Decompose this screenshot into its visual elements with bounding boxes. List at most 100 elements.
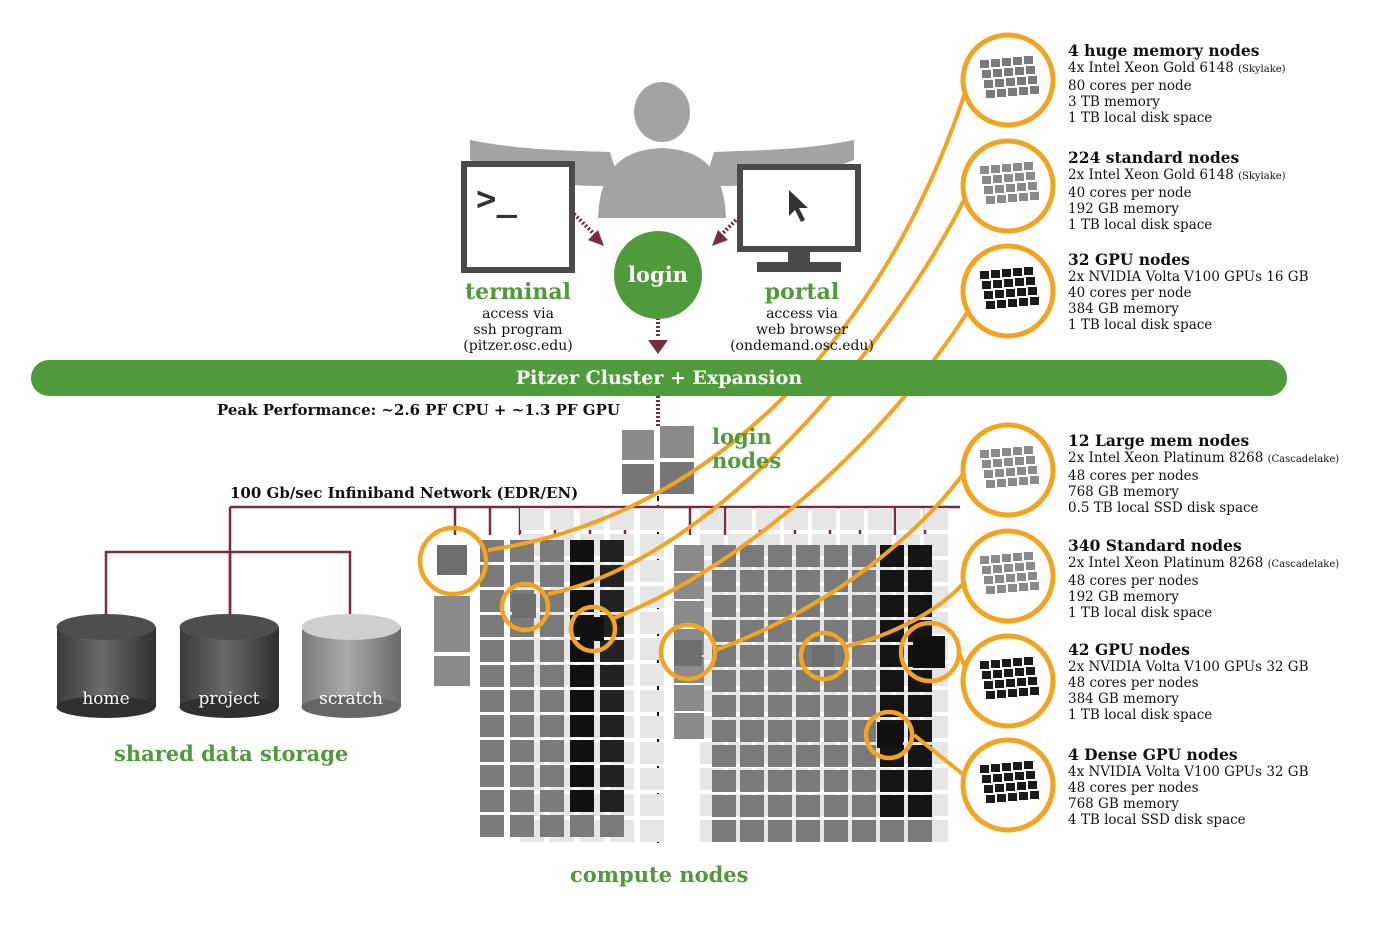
node-cube-back xyxy=(896,508,920,530)
ring-cube xyxy=(995,185,1004,193)
ring-cube xyxy=(1030,687,1039,695)
ring-cube xyxy=(1008,194,1017,202)
node-cube xyxy=(824,770,848,792)
ring-cube xyxy=(997,585,1006,593)
node-cube xyxy=(852,570,876,592)
node-cube xyxy=(740,745,764,767)
node-cube xyxy=(880,545,904,567)
node-cube xyxy=(600,615,624,637)
node-cube xyxy=(768,720,792,742)
node-cube-back xyxy=(550,508,574,530)
node-cube xyxy=(740,595,764,617)
storage-disks xyxy=(56,614,401,718)
ring-cube xyxy=(986,301,995,309)
ring-cube xyxy=(995,575,1004,583)
node-cube-back xyxy=(520,508,544,530)
node-spec-line: 0.5 TB local SSD disk space xyxy=(1068,500,1259,516)
ring-cube xyxy=(1028,76,1037,84)
ring-cube xyxy=(1008,88,1017,96)
node-cube xyxy=(674,685,704,711)
user-figure-icon xyxy=(470,82,854,218)
ring-cube xyxy=(991,764,1000,772)
node-spec-line: 1 TB local disk space xyxy=(1068,707,1213,723)
node-cube xyxy=(824,670,848,692)
node-cube-back xyxy=(640,742,664,764)
ring-cube xyxy=(984,785,993,793)
node-cube xyxy=(768,820,792,842)
node-cube xyxy=(852,545,876,567)
ring-cube xyxy=(1008,793,1017,801)
ring-cube xyxy=(982,566,991,574)
ring-cube xyxy=(995,79,1004,87)
node-cube xyxy=(908,745,932,767)
node-cube xyxy=(740,795,764,817)
ring-cube xyxy=(1019,477,1028,485)
node-type-title: 224 standard nodes xyxy=(1068,148,1240,167)
node-spec-line: 2x Intel Xeon Platinum 8268 (Cascadelake… xyxy=(1068,450,1340,466)
ring-cube xyxy=(991,449,1000,457)
node-cube-back xyxy=(640,612,664,634)
node-cube xyxy=(712,820,736,842)
ring-cube xyxy=(984,291,993,299)
ring-cube xyxy=(993,670,1002,678)
node-cube-back xyxy=(640,690,664,712)
node-cube xyxy=(712,670,736,692)
ring-cube xyxy=(993,69,1002,77)
node-cube xyxy=(510,565,534,587)
node-cube xyxy=(540,765,564,787)
node-cube xyxy=(600,540,624,562)
node-type-title: 340 Standard nodes xyxy=(1068,536,1242,555)
ring-cube xyxy=(1019,87,1028,95)
node-cube xyxy=(674,713,704,739)
ring-cube xyxy=(1017,467,1026,475)
node-cube xyxy=(510,815,534,837)
node-cube xyxy=(480,715,504,737)
ring-cube xyxy=(980,450,989,458)
node-spec-line: 48 cores per nodes xyxy=(1068,780,1199,796)
ring-cube xyxy=(1004,458,1013,466)
node-cube xyxy=(570,815,594,837)
ring-cube xyxy=(1024,657,1033,665)
ring-cube xyxy=(991,270,1000,278)
node-cube xyxy=(510,740,534,762)
node-cube xyxy=(510,790,534,812)
ring-cube xyxy=(997,690,1006,698)
ring-cube xyxy=(997,195,1006,203)
ring-cube xyxy=(1019,688,1028,696)
node-cube xyxy=(510,665,534,687)
node-cube xyxy=(712,695,736,717)
node-cube xyxy=(510,640,534,662)
node-cube xyxy=(796,695,820,717)
node-cube xyxy=(570,540,594,562)
disk-label-scratch: scratch xyxy=(319,689,383,709)
node-cube xyxy=(540,665,564,687)
ring-cube xyxy=(1013,658,1022,666)
ring-cube xyxy=(1024,552,1033,560)
terminal-desc: access via ssh program (pitzer.osc.edu) xyxy=(463,306,573,354)
ring-cube xyxy=(1030,192,1039,200)
ring-cube xyxy=(1006,468,1015,476)
ring-cube xyxy=(1013,57,1022,65)
ring-cube xyxy=(982,281,991,289)
node-cube xyxy=(570,715,594,737)
arrowheads xyxy=(588,230,728,354)
ring-cube xyxy=(986,196,995,204)
node-cube xyxy=(480,790,504,812)
ring-cube xyxy=(986,691,995,699)
ring-cube xyxy=(1013,553,1022,561)
node-spec-line: 80 cores per node xyxy=(1068,78,1192,94)
ring-cube xyxy=(1008,584,1017,592)
node-cube xyxy=(768,695,792,717)
node-cube xyxy=(712,595,736,617)
node-cube xyxy=(480,690,504,712)
ring-cube xyxy=(991,59,1000,67)
ring-cube xyxy=(982,460,991,468)
node-cube xyxy=(796,545,820,567)
node-cube xyxy=(796,745,820,767)
svg-text:>_: >_ xyxy=(476,179,517,219)
node-spec-line: 40 cores per node xyxy=(1068,285,1192,301)
ring-cube xyxy=(1026,562,1035,570)
ring-cube xyxy=(1017,183,1026,191)
ring-cube xyxy=(1004,564,1013,572)
